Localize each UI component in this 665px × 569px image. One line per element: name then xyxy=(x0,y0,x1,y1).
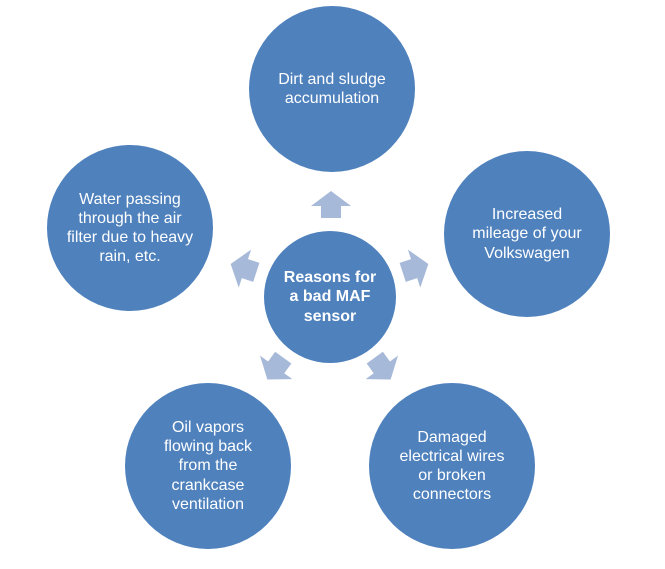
center-node-label: Reasons for a bad MAF sensor xyxy=(283,269,377,325)
reason-node-label: Dirt and sludge accumulation xyxy=(278,70,386,107)
reason-node-left: Water passing through the air filter due… xyxy=(47,145,213,311)
reason-node-label: Oil vapors flowing back from the crankca… xyxy=(163,419,253,513)
reason-node-bottom-right: Damaged electrical wires or broken conne… xyxy=(369,383,535,549)
arrow-up-icon xyxy=(311,191,351,218)
reason-node-label: Damaged electrical wires or broken conne… xyxy=(399,428,505,504)
arrow-up-right-icon xyxy=(399,249,429,288)
arrow-down-right-icon xyxy=(365,351,399,380)
reason-node-label: Increased mileage of your Volkswagen xyxy=(472,206,582,262)
reason-node-label: Water passing through the air filter due… xyxy=(66,190,194,266)
center-node: Reasons for a bad MAF sensor xyxy=(264,231,396,363)
arrow-up-left-icon xyxy=(230,249,260,288)
arrow-down-left-icon xyxy=(259,351,293,380)
reason-node-right: Increased mileage of your Volkswagen xyxy=(444,151,610,317)
reason-node-bottom-left: Oil vapors flowing back from the crankca… xyxy=(125,383,291,549)
arrows-layer xyxy=(230,191,429,380)
reason-node-top: Dirt and sludge accumulation xyxy=(249,6,415,172)
